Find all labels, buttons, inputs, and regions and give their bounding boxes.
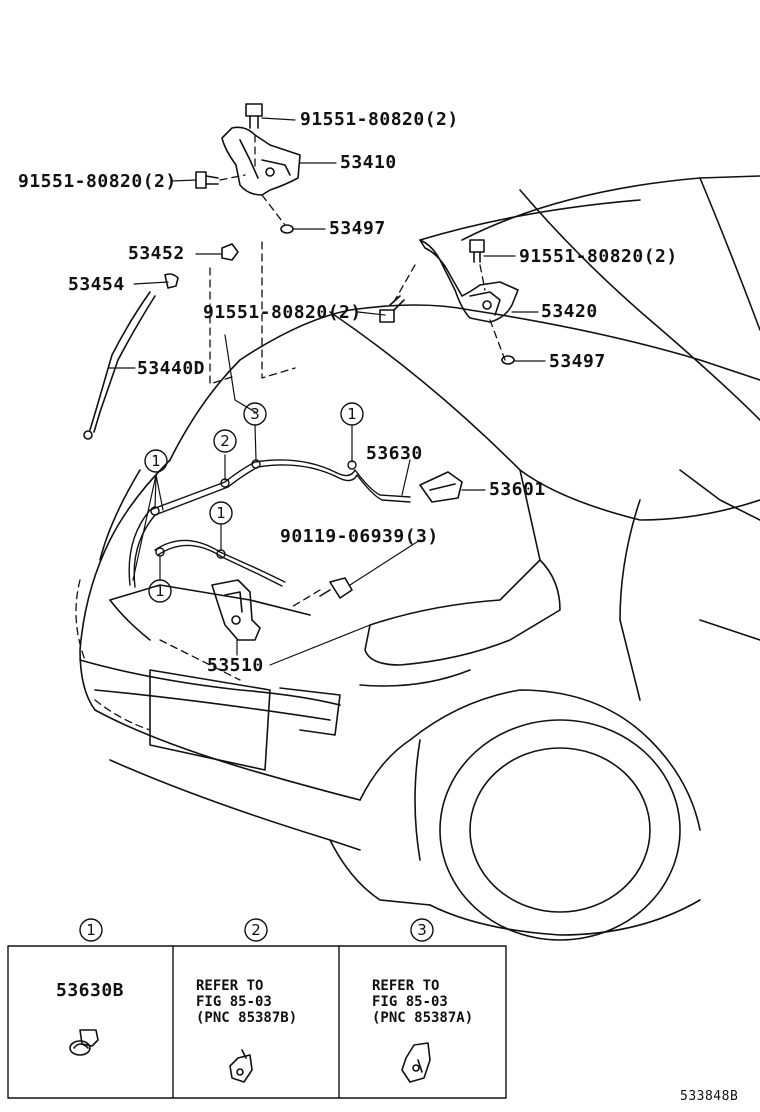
callout-1-d: 1: [155, 582, 165, 600]
lever-53601: [419, 471, 463, 503]
release-cable-53630: [128, 459, 411, 588]
callout-1-b: 1: [347, 405, 357, 423]
lock-53510: [211, 577, 353, 641]
label-53420: 53420: [541, 301, 598, 322]
callout-1-c: 1: [216, 504, 226, 522]
label-53454: 53454: [68, 274, 125, 295]
callout-3: 3: [250, 405, 260, 423]
legend-number-1: 1: [86, 921, 96, 939]
car-outline: [79, 175, 760, 941]
figure-id: 533848B: [680, 1089, 739, 1104]
hinge-53420: [379, 239, 519, 365]
label-91551-left: 91551-80820(2): [18, 171, 177, 192]
legend-2-line1: REFER TO: [196, 978, 264, 994]
dashed-lines: [75, 134, 506, 731]
hinge-53410: [195, 103, 301, 234]
label-53601: 53601: [489, 479, 546, 500]
callout-1-a: 1: [151, 452, 161, 470]
leader-lines: [107, 117, 546, 666]
clamp-85387B-icon: [229, 1049, 253, 1083]
clamp-85387A-icon: [401, 1042, 431, 1083]
label-53440D: 53440D: [137, 358, 206, 379]
legend-2-line2: FIG 85-03: [196, 994, 272, 1010]
legend-number-2: 2: [251, 921, 261, 939]
callout-2: 2: [220, 432, 230, 450]
label-91551-mid: 91551-80820(2): [203, 302, 362, 323]
label-91551-right: 91551-80820(2): [519, 246, 678, 267]
clip-53630B-icon: [69, 1029, 99, 1056]
legend-part-53630B: 53630B: [56, 980, 125, 1001]
label-53497-b: 53497: [549, 351, 606, 372]
hood-rod-53440D: [83, 291, 156, 440]
legend-3-line2: FIG 85-03: [372, 994, 448, 1010]
callout-circles: [79, 402, 434, 942]
label-91551-top: 91551-80820(2): [300, 109, 459, 130]
legend-frame: [7, 945, 507, 1099]
label-53497-a: 53497: [329, 218, 386, 239]
label-90119: 90119-06939(3): [280, 526, 439, 547]
legend-number-3: 3: [417, 921, 427, 939]
label-53410: 53410: [340, 152, 397, 173]
legend-3-line3: (PNC 85387A): [372, 1010, 474, 1026]
legend-3-line1: REFER TO: [372, 978, 440, 994]
label-53630: 53630: [366, 443, 423, 464]
label-53452: 53452: [128, 243, 185, 264]
clips-53452-53454: [164, 243, 239, 289]
legend-2-line3: (PNC 85387B): [196, 1010, 298, 1026]
label-53510: 53510: [207, 655, 264, 676]
